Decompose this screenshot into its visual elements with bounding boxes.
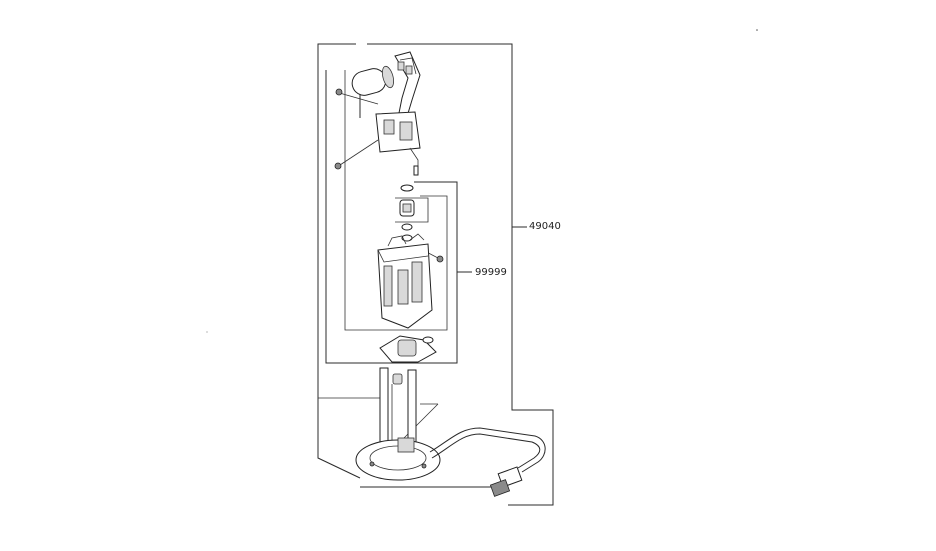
- bracket-99999: [325, 70, 472, 364]
- flange-base: [355, 437, 441, 481]
- o-ring-upper: [400, 184, 414, 192]
- wire-harness: [429, 427, 546, 497]
- o-ring-lower: [401, 223, 413, 242]
- filter-plate: [379, 335, 437, 363]
- bracket-49040: [317, 43, 554, 506]
- screw-mid: [334, 162, 342, 170]
- pressure-regulator: [395, 197, 429, 223]
- pump-reservoir: [377, 233, 433, 329]
- screw-right: [436, 255, 444, 263]
- fuel-level-sender: [351, 51, 421, 176]
- callout-99999[interactable]: 99999: [475, 267, 507, 278]
- screw-top: [335, 88, 343, 96]
- callout-49040[interactable]: 49040: [529, 221, 561, 232]
